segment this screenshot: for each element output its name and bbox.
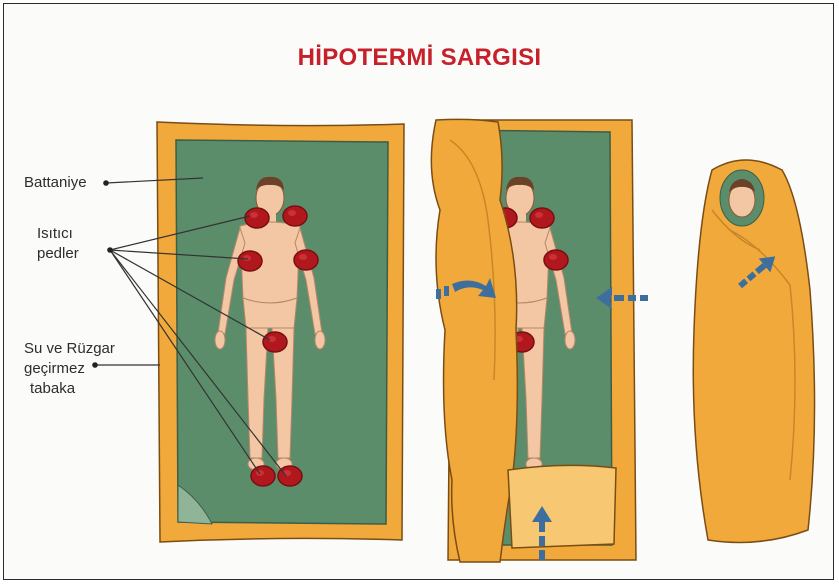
- label-layer-1: Su ve Rüzgar: [24, 339, 115, 359]
- panel-folding: [431, 119, 636, 562]
- label-layer-3: tabaka: [30, 379, 75, 399]
- panel-unwrapped: [157, 122, 404, 542]
- label-heat-pads-2: pedler: [37, 244, 79, 264]
- label-heat-pads-1: Isıtıcı: [37, 224, 73, 244]
- panel-wrapped: [693, 160, 814, 542]
- bottom-flap: [508, 465, 616, 548]
- label-layer-2: geçirmez: [24, 359, 85, 379]
- label-blanket: Battaniye: [24, 173, 87, 193]
